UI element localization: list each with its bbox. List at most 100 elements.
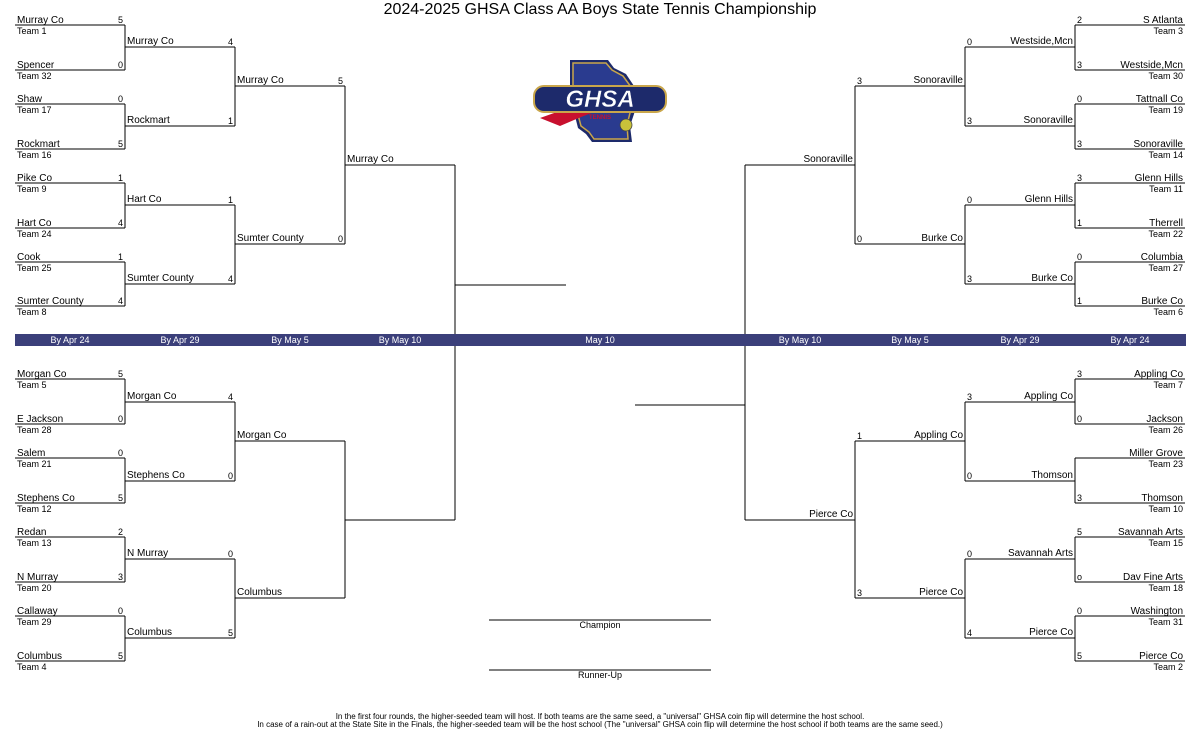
team-name: Callaway [17, 606, 58, 617]
team-name: Thomson [1031, 470, 1073, 481]
team-name: Murray Co [127, 36, 174, 47]
team-name: Columbus [237, 587, 283, 598]
team-seed: Team 18 [1148, 583, 1183, 593]
team-seed: Team 3 [1153, 26, 1183, 36]
team-score: 5 [337, 76, 343, 86]
team-name: Morgan Co [237, 430, 287, 441]
round-label: By May 5 [271, 335, 309, 345]
team-seed: Team 29 [17, 617, 52, 627]
team-name: Burke Co [921, 233, 963, 244]
team-score: 1 [227, 195, 233, 205]
team-name: Thomson [1141, 493, 1183, 504]
team-name: Hart Co [17, 218, 52, 229]
team-name: Stephens Co [127, 470, 185, 481]
team-seed: Team 14 [1148, 150, 1183, 160]
team-name: Pierce Co [919, 587, 963, 598]
team-score: 5 [117, 651, 123, 661]
team-name: Tattnall Co [1135, 94, 1183, 105]
team-score: 3 [1077, 173, 1083, 183]
team-score: 2 [117, 527, 123, 537]
team-seed: Team 30 [1148, 71, 1183, 81]
team-name: Sumter County [237, 233, 304, 244]
team-seed: Team 16 [17, 150, 52, 160]
team-score: 0 [967, 549, 973, 559]
round-label: By May 10 [778, 335, 822, 345]
team-score: 3 [1077, 139, 1083, 149]
team-score: 1 [857, 431, 863, 441]
team-score: 1 [227, 116, 233, 126]
team-seed: Team 20 [17, 583, 52, 593]
team-name: Westside,Mcn [1120, 60, 1183, 71]
team-name: Appling Co [914, 430, 963, 441]
team-seed: Team 2 [1153, 662, 1183, 672]
team-name: Cook [17, 252, 41, 263]
team-score: 3 [857, 76, 863, 86]
page-title: 2024-2025 GHSA Class AA Boys State Tenni… [383, 1, 817, 18]
round-label: By Apr 29 [1000, 335, 1040, 345]
team-name: Sonoraville [1133, 139, 1183, 150]
team-name: Westside,Mcn [1010, 36, 1073, 47]
team-score: 2 [1077, 15, 1083, 25]
svg-text:TENNIS: TENNIS [589, 115, 611, 121]
team-name: Sonoraville [913, 75, 963, 86]
team-seed: Team 27 [1148, 263, 1183, 273]
team-seed: Team 15 [1148, 538, 1183, 548]
team-score: 4 [227, 37, 233, 47]
team-name: Appling Co [1024, 391, 1073, 402]
team-score: 3 [1077, 493, 1083, 503]
team-name: Morgan Co [127, 391, 177, 402]
team-seed: Team 19 [1148, 105, 1183, 115]
team-name: Columbia [1140, 252, 1183, 263]
team-name: Burke Co [1141, 296, 1183, 307]
team-score: 0 [857, 234, 863, 244]
team-name: Savannah Arts [1117, 527, 1183, 538]
team-score: 0 [227, 549, 233, 559]
team-score: 4 [227, 392, 233, 402]
team-name: Salem [17, 448, 46, 459]
team-score: 4 [227, 274, 233, 284]
team-name: Pierce Co [1139, 651, 1183, 662]
team-seed: Team 17 [17, 105, 52, 115]
team-name: N Murray [17, 572, 59, 583]
team-name: Stephens Co [17, 493, 75, 504]
team-score: 0 [117, 606, 123, 616]
team-score: o [1077, 572, 1083, 582]
team-seed: Team 13 [17, 538, 52, 548]
team-name: Glenn Hills [1024, 194, 1073, 205]
round-label: By Apr 29 [160, 335, 200, 345]
team-score: 4 [117, 218, 123, 228]
team-score: 0 [967, 471, 973, 481]
team-name: Spencer [17, 60, 55, 71]
team-seed: Team 9 [17, 184, 47, 194]
team-name: Savannah Arts [1007, 548, 1073, 559]
team-score: 3 [1077, 60, 1083, 70]
team-score: 0 [1077, 414, 1083, 424]
team-score: 5 [1077, 527, 1083, 537]
team-name: Rockmart [127, 115, 170, 126]
team-score: 0 [1077, 606, 1083, 616]
round-label: By May 5 [891, 335, 929, 345]
team-score: 0 [1077, 252, 1083, 262]
team-score: 0 [117, 448, 123, 458]
round-label: By Apr 24 [1110, 335, 1150, 345]
team-score: 0 [117, 94, 123, 104]
team-seed: Team 26 [1148, 425, 1183, 435]
team-seed: Team 25 [17, 263, 52, 273]
team-seed: Team 5 [17, 380, 47, 390]
team-seed: Team 7 [1153, 380, 1183, 390]
svg-text:GHSA: GHSA [565, 86, 634, 113]
team-name: Jackson [1146, 414, 1183, 425]
team-name: Washington [1130, 606, 1183, 617]
team-score: 0 [117, 414, 123, 424]
team-name: Sonoraville [803, 154, 853, 165]
team-score: 1 [1077, 218, 1083, 228]
team-name: Morgan Co [17, 369, 67, 380]
team-score: 0 [227, 471, 233, 481]
team-seed: Team 12 [17, 504, 52, 514]
team-name: Rockmart [17, 139, 60, 150]
footer-note: In the first four rounds, the higher-see… [335, 712, 865, 721]
team-score: 5 [227, 628, 233, 638]
team-name: Columbus [127, 627, 173, 638]
team-score: 5 [117, 493, 123, 503]
team-name: Sonoraville [1023, 115, 1073, 126]
